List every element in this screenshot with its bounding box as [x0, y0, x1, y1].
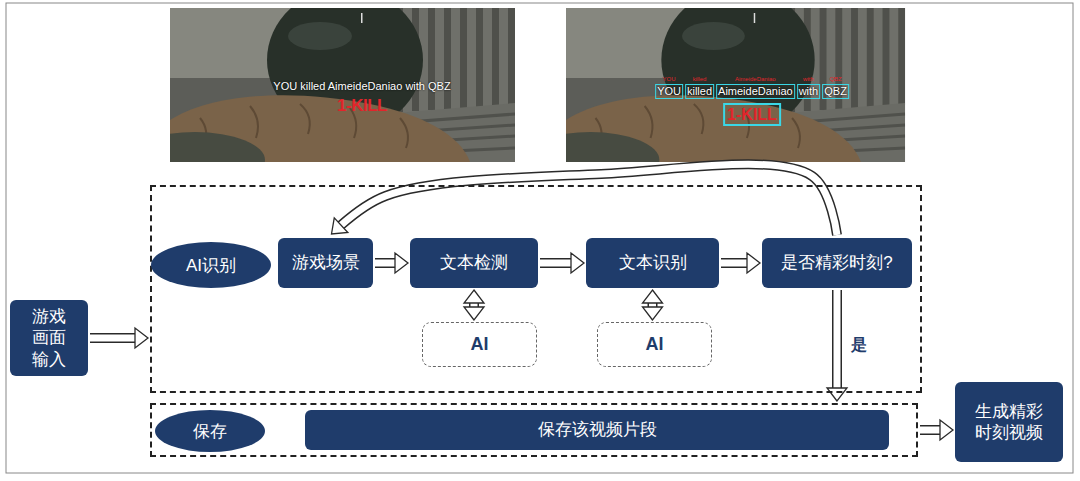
node-text: 文本识别 [619, 252, 687, 273]
hollow-arrow [827, 290, 847, 401]
outer-frame [6, 3, 1073, 473]
word-row: YOUkilledAimeideDaniaowithQBZ [655, 84, 849, 99]
hollow-arrow [540, 253, 584, 273]
hollow-arrow [90, 328, 148, 348]
arrow-shaft [332, 164, 838, 235]
recognized-tag: AimeideDaniao [735, 76, 776, 83]
node-text: 保存该视频片段 [538, 419, 657, 440]
process-box: 保存该视频片段 [305, 410, 889, 450]
node-text: 文本检测 [440, 252, 508, 273]
arrow-head [395, 253, 408, 273]
arrow-head [940, 420, 953, 440]
node-text: AI [471, 333, 489, 356]
arrow-shaft-outline [832, 290, 842, 401]
region-heading: 保存 [193, 420, 227, 443]
arrow-head [571, 253, 584, 273]
process-box: 文本检测 [410, 238, 538, 288]
arrow-head [643, 290, 663, 303]
edge-label: 是 [849, 335, 869, 356]
hollow-arrow [920, 420, 953, 440]
game-screenshot [522, 0, 905, 188]
recognized-tag: killed [693, 76, 707, 83]
process-box: 文本识别 [586, 238, 719, 288]
recognized-tag: with [803, 76, 814, 83]
hollow-arrow [375, 253, 408, 273]
heading-ellipse-shape [155, 410, 265, 452]
node-text: AI [646, 333, 664, 356]
heading-ellipse-shape [151, 242, 271, 288]
arrow-head [643, 307, 663, 320]
arrow-shaft [834, 290, 841, 401]
hollow-arrow [721, 253, 760, 273]
hollow-arrow [464, 290, 484, 320]
arrow-head [332, 218, 348, 234]
detected-word: QBZ [822, 84, 849, 99]
game-screenshot [125, 0, 515, 188]
process-box: 是否精彩时刻? [762, 238, 912, 288]
node-text: 游戏 画面 输入 [29, 306, 68, 370]
game-kill-text: 1-KILL [337, 96, 387, 116]
arrow-shaft-outline [332, 164, 838, 235]
hollow-arrow [332, 164, 838, 235]
stage-region: AI识别 游戏场景 文本检测 文本识别 是否精彩时刻? AI AI [150, 185, 922, 393]
detected-word: killed [685, 84, 714, 99]
node-text: 生成精彩 时刻视频 [972, 401, 1047, 444]
recognized-tag: YOU [663, 76, 676, 83]
arrow-head [464, 290, 484, 303]
region-heading: AI识别 [186, 254, 236, 277]
node-text: 是否精彩时刻? [781, 252, 892, 273]
arrow-head [747, 253, 760, 273]
node-text: 游戏场景 [292, 252, 360, 273]
game-kill-text: YOU killed AimeideDaniao with QBZ [273, 80, 450, 92]
recognized-tag: QBZ [829, 76, 841, 83]
detected-word: AimeideDaniao [716, 84, 795, 99]
arrow-head [135, 328, 148, 348]
process-box: 生成精彩 时刻视频 [955, 382, 1063, 462]
process-box: 游戏 画面 输入 [10, 300, 88, 376]
ai-module-box: AI [597, 322, 712, 367]
hollow-arrow [643, 290, 663, 320]
process-box: 游戏场景 [278, 238, 373, 288]
detected-word: YOU [655, 84, 683, 99]
ai-module-box: AI [422, 322, 537, 367]
stage-region: 保存 保存该视频片段 [150, 403, 918, 457]
game-kill-text: 1-KILL [723, 103, 781, 126]
arrow-head [827, 388, 847, 401]
detected-word: with [797, 84, 821, 99]
arrow-head [464, 307, 484, 320]
